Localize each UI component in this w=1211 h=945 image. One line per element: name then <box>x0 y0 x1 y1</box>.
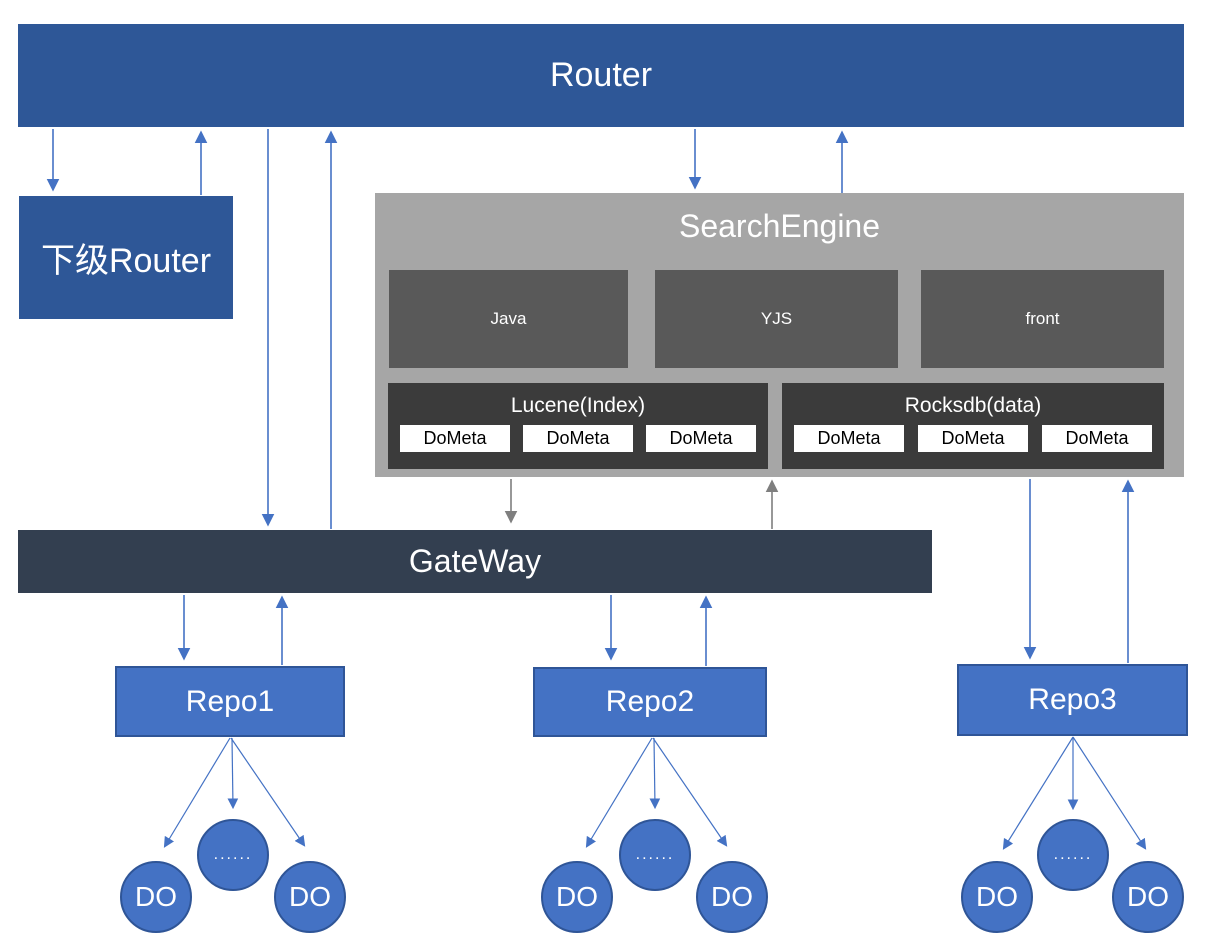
repo1-node: Repo1 <box>115 666 345 737</box>
do-node: DO <box>1112 861 1184 933</box>
repo2-node: Repo2 <box>533 667 767 737</box>
sub-router-node: 下级Router <box>19 196 233 319</box>
rocksdb-dometa-row: DoMeta DoMeta DoMeta <box>794 425 1152 452</box>
gateway-node: GateWay <box>18 530 932 593</box>
dometa-chip: DoMeta <box>1042 425 1152 452</box>
do-label: DO <box>556 881 598 912</box>
do-ellipsis-label: ...... <box>1053 846 1093 863</box>
lucene-store-title: Lucene(Index) <box>510 394 646 417</box>
gateway-label: GateWay <box>408 543 542 579</box>
do-node: DO <box>274 861 346 933</box>
module-java-label: Java <box>490 309 527 328</box>
do-node: DO <box>120 861 192 933</box>
do-ellipsis-node: ...... <box>619 819 691 891</box>
rocksdb-store-title: Rocksdb(data) <box>904 394 1042 417</box>
module-front-label: front <box>1025 309 1060 328</box>
do-node: DO <box>961 861 1033 933</box>
do-ellipsis-node: ...... <box>1037 819 1109 891</box>
module-java: Java <box>389 270 628 368</box>
module-yjs: YJS <box>655 270 898 368</box>
dometa-chip: DoMeta <box>646 425 756 452</box>
do-label: DO <box>711 881 753 912</box>
module-front: front <box>921 270 1164 368</box>
do-node: DO <box>541 861 613 933</box>
router-label: Router <box>549 56 653 94</box>
lucene-index-store: Lucene(Index) DoMeta DoMeta DoMeta <box>388 383 768 469</box>
do-label: DO <box>289 881 331 912</box>
dometa-chip: DoMeta <box>918 425 1028 452</box>
do-label: DO <box>976 881 1018 912</box>
repo2-label: Repo2 <box>605 685 695 718</box>
repo1-label: Repo1 <box>185 684 275 718</box>
do-node: DO <box>696 861 768 933</box>
rocksdb-data-store: Rocksdb(data) DoMeta DoMeta DoMeta <box>782 383 1164 469</box>
do-ellipsis-node: ...... <box>197 819 269 891</box>
router-node: Router <box>18 24 1184 127</box>
do-label: DO <box>1127 881 1169 912</box>
do-ellipsis-label: ...... <box>213 846 253 863</box>
module-yjs-label: YJS <box>760 309 793 328</box>
search-engine-title: SearchEngine <box>678 207 881 244</box>
arrow-repo1-to-do-mid <box>227 737 239 810</box>
dometa-chip: DoMeta <box>794 425 904 452</box>
arrow-repo2-to-do-mid <box>649 737 661 810</box>
search-engine-container: SearchEngine Java YJS front Lucene(Index… <box>375 193 1184 477</box>
repo3-label: Repo3 <box>1028 683 1117 716</box>
sub-router-label: 下级Router <box>40 242 212 280</box>
repo3-node: Repo3 <box>957 664 1188 736</box>
lucene-dometa-row: DoMeta DoMeta DoMeta <box>400 425 756 452</box>
dometa-chip: DoMeta <box>523 425 633 452</box>
do-label: DO <box>135 881 177 912</box>
dometa-chip: DoMeta <box>400 425 510 452</box>
do-ellipsis-label: ...... <box>635 846 675 863</box>
